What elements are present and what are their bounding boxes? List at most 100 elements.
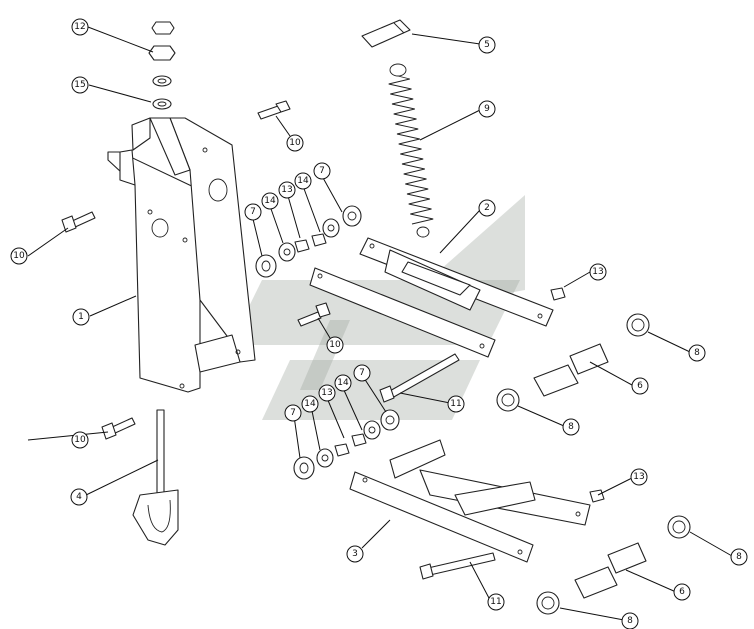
callout-label: 13 [321,388,332,398]
tension-spring [388,63,434,238]
callout-circle [631,377,649,395]
callout-c7a: 7 [244,203,262,221]
callout-c11b: 11 [487,593,505,611]
callout-label: 10 [13,251,25,261]
nut-stack-top [148,21,176,110]
callout-label: 13 [592,267,603,277]
callout-c14d: 14 [301,395,319,413]
callout-c2: 2 [478,199,496,217]
callout-circle [71,76,89,94]
callout-c10a: 10 [286,134,304,152]
callout-c13d: 13 [630,468,648,486]
callout-label: 7 [290,408,296,418]
callout-c1: 1 [72,308,90,326]
bushings-and-sleeves [496,287,691,615]
callout-c5: 5 [478,36,496,54]
callout-label: 8 [694,348,700,358]
callout-circle [313,162,331,180]
callout-circle [70,488,88,506]
callout-c11a: 11 [447,395,465,413]
callout-c8d: 8 [621,612,639,629]
callout-c7c: 7 [353,364,371,382]
callout-circle [487,593,505,611]
callout-label: 13 [633,472,644,482]
callout-c9: 9 [478,100,496,118]
lower-lever [349,439,591,563]
callout-c7d: 7 [284,404,302,422]
callout-circle [478,100,496,118]
callout-label: 10 [329,340,341,350]
callout-c10b: 10 [10,247,28,265]
callout-label: 3 [352,549,358,559]
callout-circle [353,364,371,382]
callout-c10d: 10 [71,431,89,449]
callout-circle [478,36,496,54]
callout-circle [326,336,344,354]
callout-label: 7 [359,368,365,378]
callout-c6b: 6 [673,583,691,601]
callout-c15: 15 [71,76,89,94]
callout-c13a: 13 [278,181,296,199]
callout-label: 7 [250,207,256,217]
callout-label: 8 [627,616,633,626]
callout-c10c: 10 [326,336,344,354]
callout-label: 6 [637,381,643,391]
callout-label: 14 [337,378,349,388]
callout-label: 2 [484,203,490,213]
callout-circle [589,263,607,281]
callout-label: 13 [281,185,292,195]
callout-label: 10 [74,435,86,445]
callout-label: 6 [679,587,685,597]
long-bolts [379,353,496,580]
callout-circle [346,545,364,563]
callout-circle [562,418,580,436]
callout-circle [10,247,28,265]
callout-circle [284,404,302,422]
callout-c8a: 8 [688,344,706,362]
callout-circle [301,395,319,413]
bolts [61,100,331,440]
callout-circle [334,374,352,392]
main-frame [107,117,256,393]
callout-c13c: 13 [589,263,607,281]
callout-label: 8 [736,552,742,562]
callout-label: 8 [568,422,574,432]
callout-circle [244,203,262,221]
callout-circle [630,468,648,486]
callout-circle [71,431,89,449]
callout-label: 12 [74,22,85,32]
callout-label: 14 [264,196,276,206]
callout-label: 15 [74,80,85,90]
callout-circle [621,612,639,629]
upper-hardware [255,205,362,278]
callout-circle [71,18,89,36]
callout-label: 11 [490,597,501,607]
callout-c14c: 14 [334,374,352,392]
callout-c6a: 6 [631,377,649,395]
callout-circle [286,134,304,152]
callout-circle [261,192,279,210]
callout-label: 9 [484,104,490,114]
callout-circle [730,548,748,566]
callout-label: 4 [76,492,82,502]
callout-label: 7 [319,166,325,176]
lower-hardware [293,409,400,480]
hook-rod [132,409,179,546]
callout-circle [673,583,691,601]
callout-c13b: 13 [318,384,336,402]
callout-label: 14 [297,176,309,186]
leader-lines [27,26,733,621]
callout-c14b: 14 [294,172,312,190]
callout-label: 10 [289,138,301,148]
callout-circle [72,308,90,326]
callout-label: 1 [78,312,84,322]
callout-c8b: 8 [562,418,580,436]
callout-c8c: 8 [730,548,748,566]
callout-label: 14 [304,399,316,409]
callout-circle [688,344,706,362]
callout-c14a: 14 [261,192,279,210]
callout-circle [294,172,312,190]
callout-circle [318,384,336,402]
